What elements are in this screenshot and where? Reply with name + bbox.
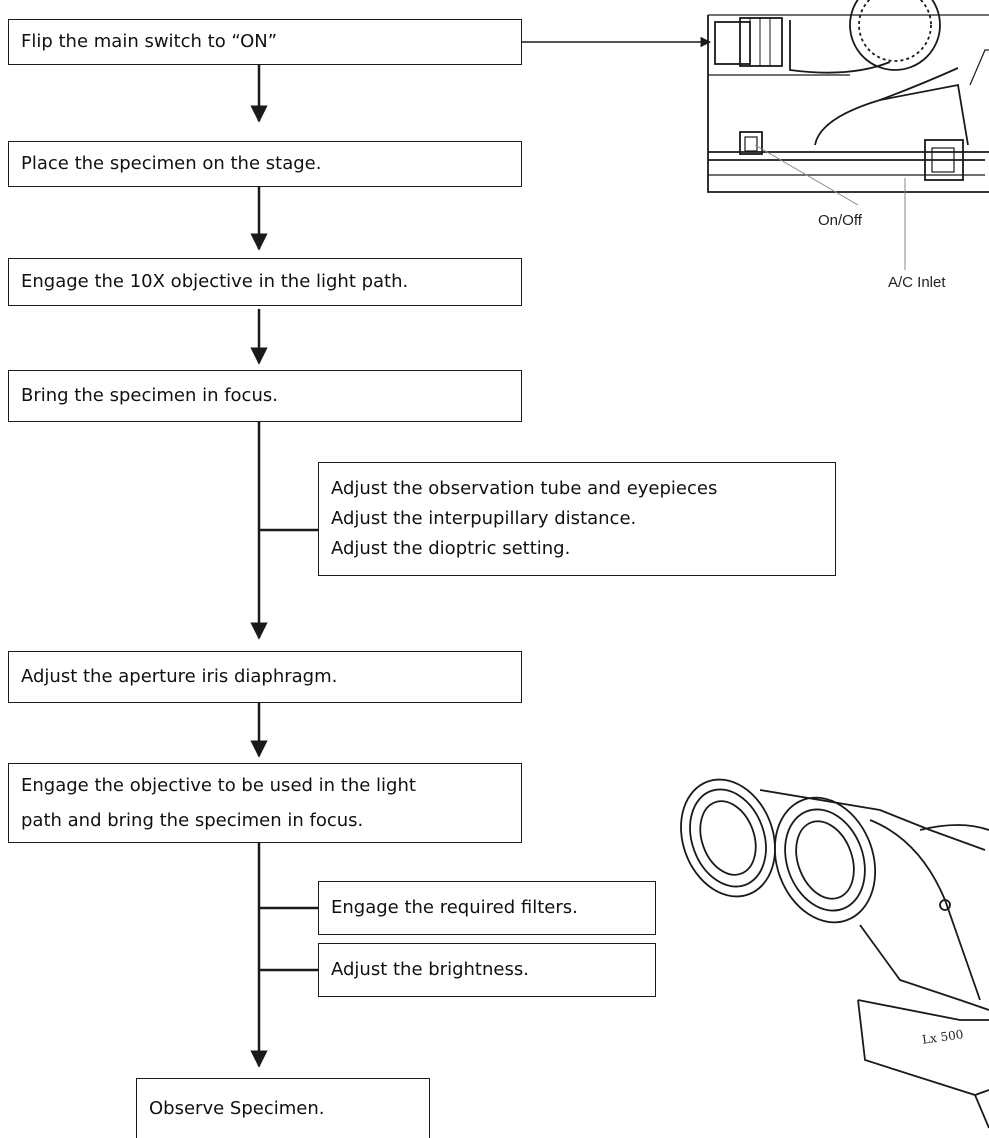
on-off-label: On/Off [818,212,862,229]
step-label: Place the specimen on the stage. [21,153,322,174]
step-label: Engage the required filters. [331,897,578,918]
step-label: Adjust the brightness. [331,959,529,980]
step-engage-objective: Engage the objective to be used in the l… [8,763,522,843]
step-aperture-iris: Adjust the aperture iris diaphragm. [8,651,522,703]
step-line: Adjust the dioptric setting. [331,538,571,559]
step-bring-focus: Bring the specimen in focus. [8,370,522,422]
step-label: Flip the main switch to “ON” [21,31,278,52]
step-label: Engage the 10X objective in the light pa… [21,271,409,292]
ac-inlet-label: A/C Inlet [888,274,946,291]
step-label: Observe Specimen. [149,1097,325,1119]
step-label: Adjust the aperture iris diaphragm. [21,666,338,687]
step-engage-10x: Engage the 10X objective in the light pa… [8,258,522,306]
step-adjust-tube: Adjust the observation tube and eyepiece… [318,462,836,576]
microscope-base-illustration [707,0,989,193]
binocular-head-illustration [680,778,989,1129]
step-place-specimen: Place the specimen on the stage. [8,141,522,187]
step-line: Adjust the observation tube and eyepiece… [331,478,718,499]
step-line: Engage the objective to be used in the l… [21,775,416,796]
step-brightness: Adjust the brightness. [318,943,656,997]
step-label: Bring the specimen in focus. [21,385,278,406]
step-required-filters: Engage the required filters. [318,881,656,935]
step-line: path and bring the specimen in focus. [21,810,364,831]
step-observe: Observe Specimen. [136,1078,430,1138]
step-line: Adjust the interpupillary distance. [331,508,637,529]
step-flip-switch: Flip the main switch to “ON” [8,19,522,65]
